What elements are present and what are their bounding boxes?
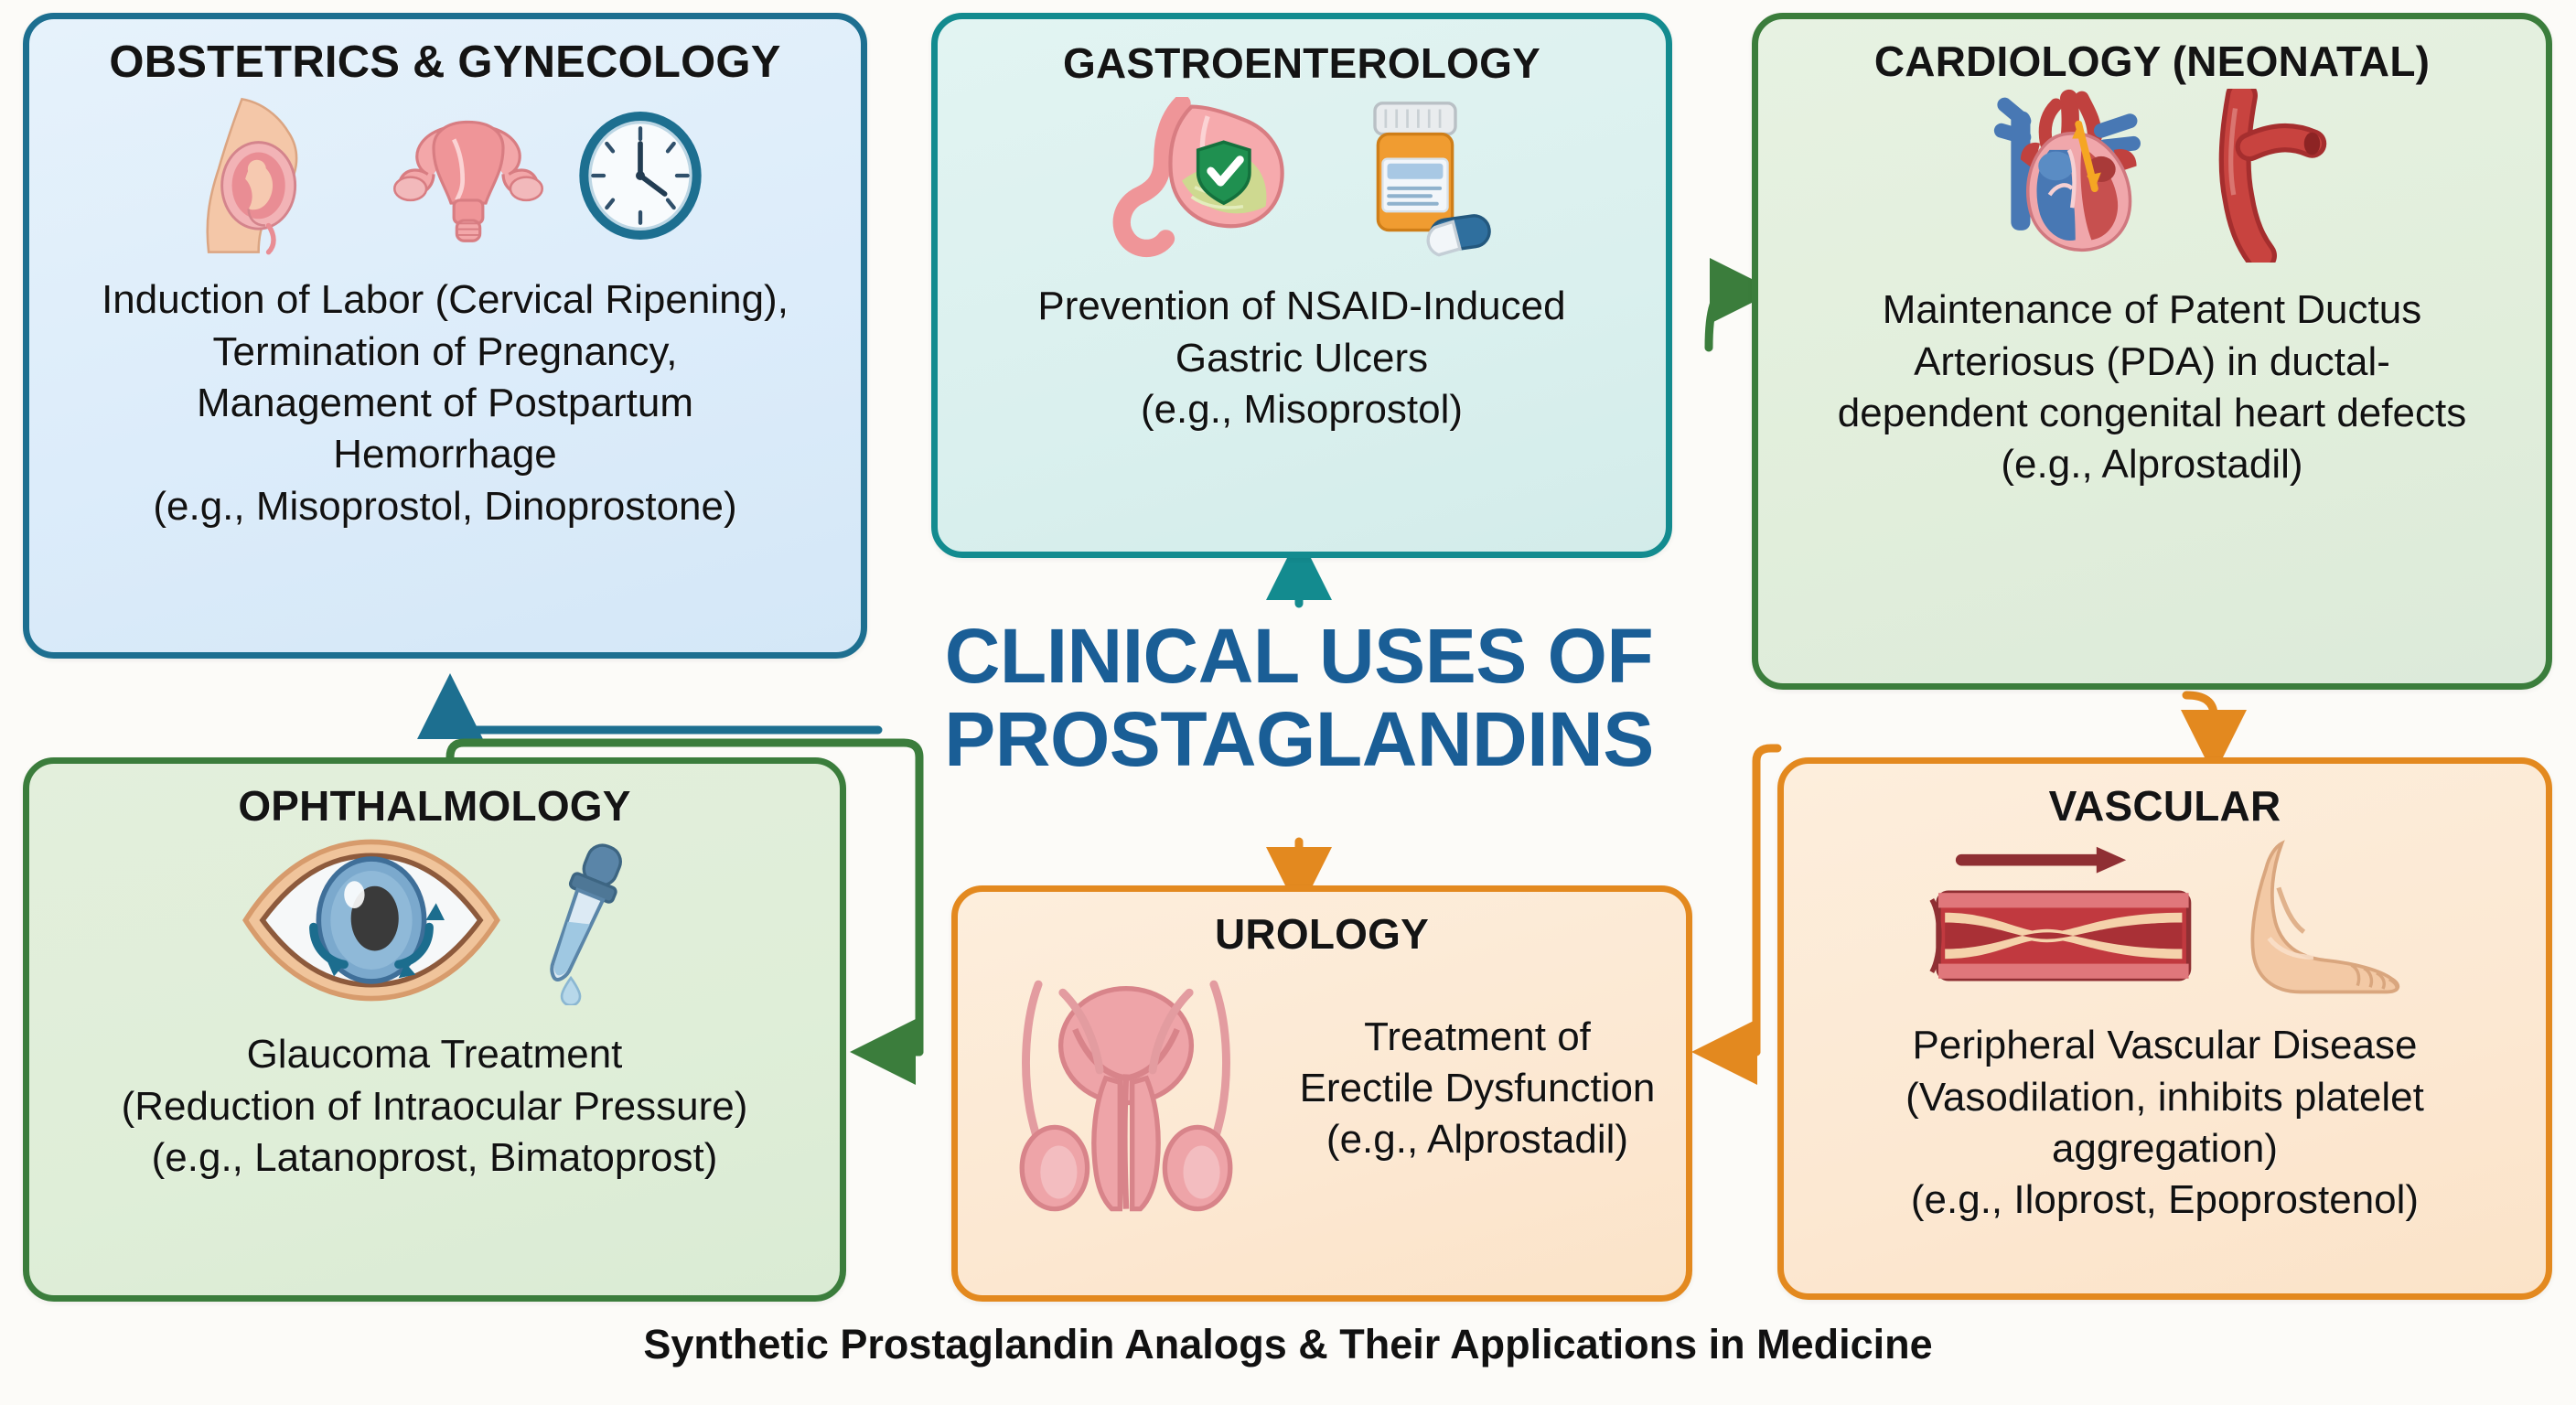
- blood-vessel-icon: [1928, 847, 2191, 981]
- footer-caption: Synthetic Prostaglandin Analogs & Their …: [643, 1321, 1933, 1367]
- card-art-cardio: [1970, 89, 2334, 263]
- card-art-obgyn: [182, 93, 709, 258]
- card-body-cardio: Maintenance of Patent Ductus Arteriosus …: [1837, 287, 2467, 488]
- connector-to-ophth: [445, 738, 924, 1085]
- artery-branch-icon: [2218, 89, 2326, 263]
- pregnant-belly-icon: [206, 98, 297, 255]
- card-cardiology-neonatal[interactable]: CARDIOLOGY (NEONATAL): [1752, 13, 2552, 690]
- flow-arrow-icon: [1955, 847, 2126, 874]
- card-art-gastro: [1111, 96, 1493, 259]
- card-urology[interactable]: UROLOGY: [951, 885, 1692, 1302]
- card-gastroenterology[interactable]: GASTROENTEROLOGY: [931, 13, 1672, 558]
- capsule-icon: [1426, 214, 1491, 257]
- connector-to-vascular: [2181, 691, 2247, 776]
- card-ophthalmology[interactable]: OPHTHALMOLOGY: [23, 757, 846, 1302]
- eye-icon: [242, 839, 500, 1002]
- card-body-uro: Treatment of Erectile Dysfunction (e.g.,…: [1299, 1014, 1656, 1163]
- uterus-icon: [392, 121, 543, 243]
- page-title: CLINICAL USES OF PROSTAGLANDINS: [944, 613, 1654, 782]
- ductus-arrow-icon: [2071, 121, 2101, 193]
- foot-icon: [2249, 840, 2399, 994]
- card-title-gastro: GASTROENTEROLOGY: [1062, 39, 1540, 87]
- clock-icon: [578, 112, 702, 241]
- card-body-obgyn: Induction of Labor (Cervical Ripening), …: [102, 277, 789, 529]
- card-title-uro: UROLOGY: [1215, 910, 1429, 958]
- card-art-uro: [971, 956, 1282, 1221]
- card-title-vasc: VASCULAR: [2048, 782, 2281, 830]
- card-title-obgyn: OBSTETRICS & GYNECOLOGY: [109, 38, 781, 87]
- card-body-gastro: Prevention of NSAID-Induced Gastric Ulce…: [1037, 284, 1566, 432]
- card-body-ophth: Glaucoma Treatment (Reduction of Intraoc…: [121, 1032, 748, 1180]
- card-obstetrics-gynecology[interactable]: OBSTETRICS & GYNECOLOGY: [23, 13, 867, 659]
- card-vascular[interactable]: VASCULAR: [1777, 757, 2552, 1300]
- pill-bottle-icon: [1373, 102, 1491, 257]
- shield-check-icon: [1196, 140, 1251, 206]
- connector-to-cardio: [1704, 258, 1776, 352]
- card-title-ophth: OPHTHALMOLOGY: [238, 782, 631, 830]
- card-art-vasc: [1919, 837, 2411, 1002]
- male-reproductive-system-icon: [1019, 981, 1233, 1212]
- card-title-cardio: CARDIOLOGY (NEONATAL): [1873, 38, 2431, 85]
- connector-to-urology-from-vascular: [1691, 744, 1782, 1085]
- eye-dropper-icon: [550, 843, 622, 1006]
- card-art-ophth: [234, 835, 635, 1006]
- connector-to-obgyn: [417, 673, 883, 739]
- stomach-shield-icon: [1112, 97, 1284, 258]
- card-body-vasc: Peripheral Vascular Disease (Vasodilatio…: [1905, 1023, 2424, 1223]
- heart-anatomy-icon: [1993, 90, 2141, 252]
